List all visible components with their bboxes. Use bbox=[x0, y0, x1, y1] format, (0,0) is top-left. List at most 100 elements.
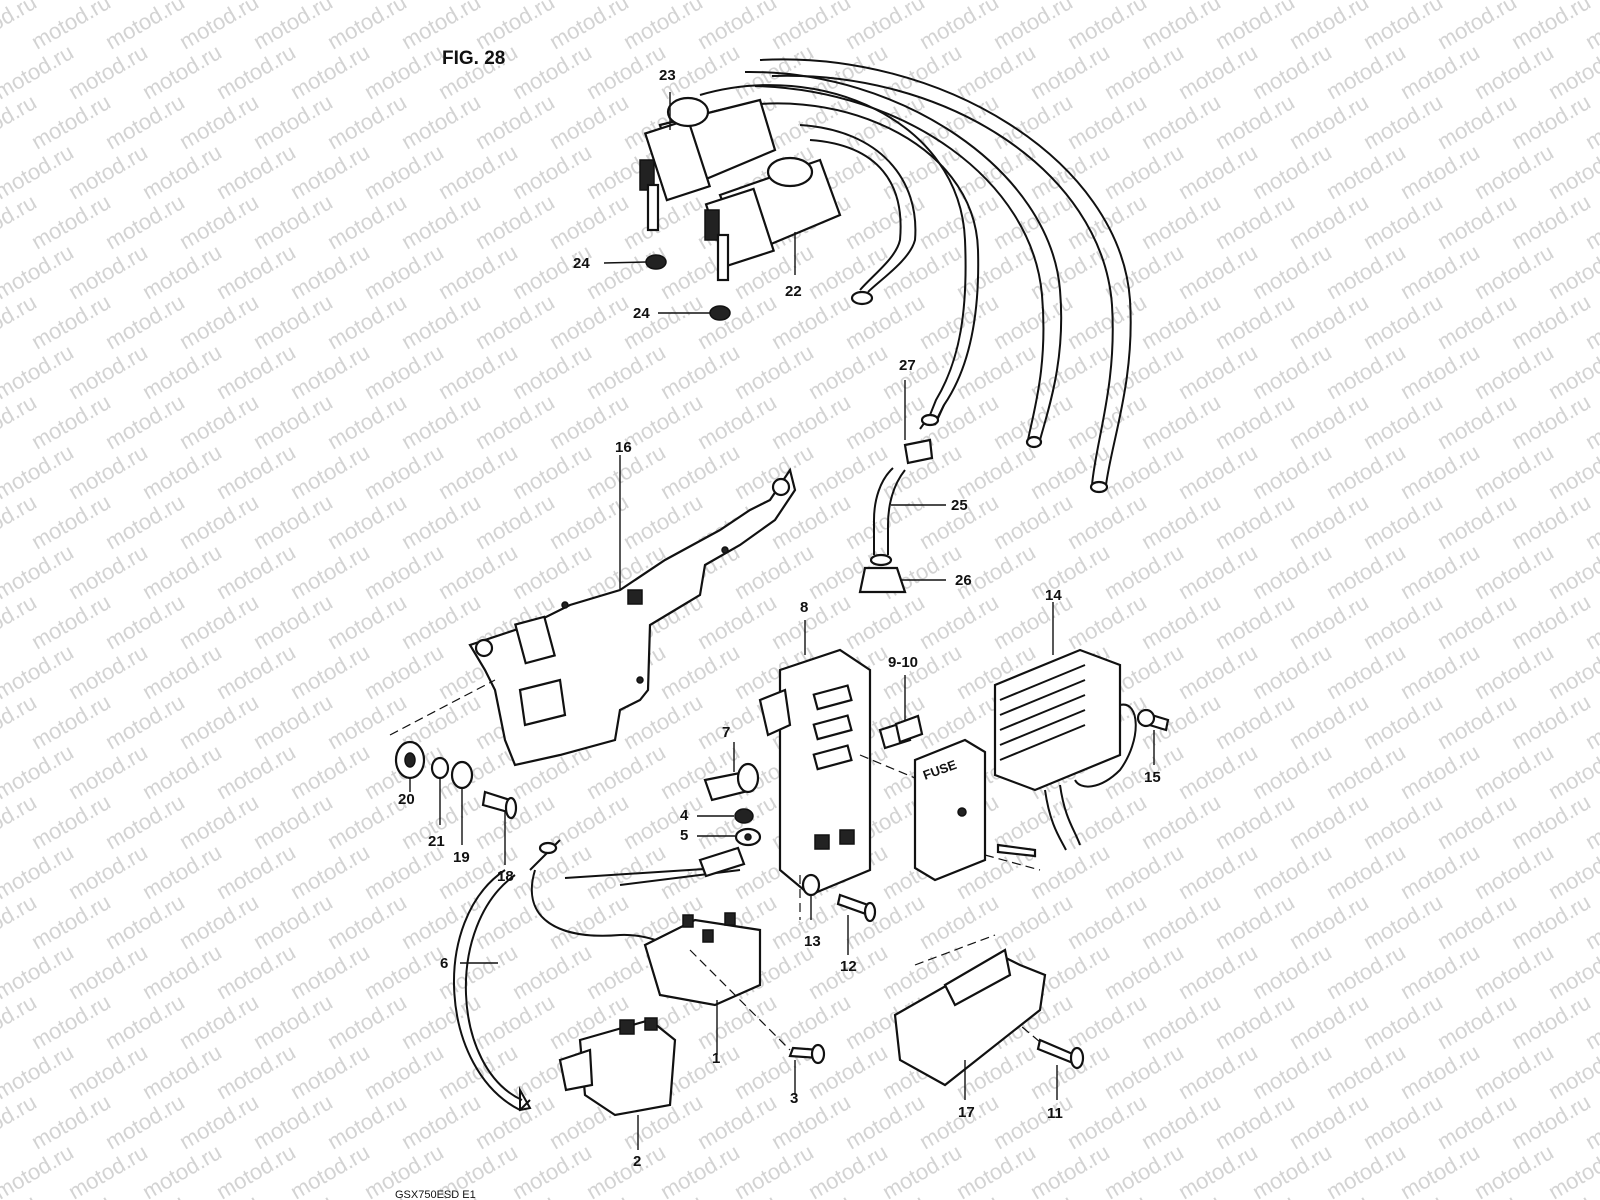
watermark-text: motod.ru bbox=[656, 1139, 744, 1200]
watermark-text: motod.ru bbox=[1026, 439, 1114, 504]
watermark-text: motod.ru bbox=[138, 339, 226, 404]
watermark-text: motod.ru bbox=[1507, 1089, 1595, 1154]
watermark-text: motod.ru bbox=[1285, 589, 1373, 654]
watermark-text: motod.ru bbox=[841, 489, 929, 554]
watermark-text: motod.ru bbox=[1285, 89, 1373, 154]
watermark-text: motod.ru bbox=[212, 239, 300, 304]
watermark-text: motod.ru bbox=[952, 139, 1040, 204]
watermark-text: motod.ru bbox=[1322, 1139, 1410, 1200]
watermark-text: motod.ru bbox=[1433, 389, 1521, 454]
part-label: 5 bbox=[680, 827, 688, 844]
watermark-text: motod.ru bbox=[989, 889, 1077, 954]
part-label: 27 bbox=[899, 357, 916, 374]
watermark-text: motod.ru bbox=[360, 939, 448, 1004]
watermark-text: motod.ru bbox=[471, 89, 559, 154]
watermark-text: motod.ru bbox=[1063, 489, 1151, 554]
watermark-text: motod.ru bbox=[101, 889, 189, 954]
watermark-text: motod.ru bbox=[64, 339, 152, 404]
watermark-text: motod.ru bbox=[1137, 0, 1225, 54]
watermark-text: motod.ru bbox=[360, 239, 448, 304]
watermark-text: motod.ru bbox=[693, 789, 781, 854]
watermark-text: motod.ru bbox=[619, 189, 707, 254]
watermark-text: motod.ru bbox=[1063, 789, 1151, 854]
watermark-text: motod.ru bbox=[360, 539, 448, 604]
watermark-text: motod.ru bbox=[175, 389, 263, 454]
watermark-text: motod.ru bbox=[212, 939, 300, 1004]
watermark-text: motod.ru bbox=[1359, 389, 1447, 454]
watermark-text: motod.ru bbox=[286, 739, 374, 804]
watermark-text: motod.ru bbox=[582, 239, 670, 304]
watermark-text: motod.ru bbox=[471, 889, 559, 954]
watermark-text: motod.ru bbox=[397, 0, 485, 54]
watermark-text: motod.ru bbox=[1359, 289, 1447, 354]
watermark-text: motod.ru bbox=[508, 939, 596, 1004]
watermark-text: motod.ru bbox=[1174, 139, 1262, 204]
watermark-text: motod.ru bbox=[1396, 539, 1484, 604]
watermark-text: motod.ru bbox=[286, 1139, 374, 1200]
watermark-text: motod.ru bbox=[1433, 489, 1521, 554]
watermark-text: motod.ru bbox=[1359, 489, 1447, 554]
watermark-text: motod.ru bbox=[1100, 939, 1188, 1004]
watermark-text: motod.ru bbox=[286, 439, 374, 504]
watermark-text: motod.ru bbox=[1211, 89, 1299, 154]
watermark-text: motod.ru bbox=[952, 39, 1040, 104]
watermark-text: motod.ru bbox=[27, 289, 115, 354]
watermark-text: motod.ru bbox=[693, 589, 781, 654]
watermark-text: motod.ru bbox=[545, 789, 633, 854]
watermark-text: motod.ru bbox=[471, 489, 559, 554]
part-label: 7 bbox=[722, 724, 730, 741]
watermark-text: motod.ru bbox=[64, 639, 152, 704]
watermark-text: motod.ru bbox=[471, 189, 559, 254]
watermark-text: motod.ru bbox=[397, 989, 485, 1054]
watermark-text: motod.ru bbox=[323, 89, 411, 154]
watermark-text: motod.ru bbox=[1137, 489, 1225, 554]
watermark-text: motod.ru bbox=[1507, 589, 1595, 654]
watermark-text: motod.ru bbox=[27, 89, 115, 154]
watermark-text: motod.ru bbox=[138, 239, 226, 304]
watermark-text: motod.ru bbox=[323, 289, 411, 354]
watermark-text: motod.ru bbox=[138, 1139, 226, 1200]
watermark-text: motod.ru bbox=[545, 889, 633, 954]
watermark-text: motod.ru bbox=[212, 1139, 300, 1200]
part-label: 25 bbox=[951, 497, 968, 514]
watermark-text: motod.ru bbox=[101, 989, 189, 1054]
part-label: 17 bbox=[958, 1104, 975, 1121]
watermark-text: motod.ru bbox=[1174, 339, 1262, 404]
part-label: 24 bbox=[573, 255, 590, 272]
watermark-text: motod.ru bbox=[212, 839, 300, 904]
watermark-text: motod.ru bbox=[286, 1039, 374, 1104]
watermark-text: motod.ru bbox=[1470, 839, 1558, 904]
watermark-text: motod.ru bbox=[1285, 989, 1373, 1054]
watermark-text: motod.ru bbox=[175, 689, 263, 754]
watermark-text: motod.ru bbox=[1026, 339, 1114, 404]
watermark-text: motod.ru bbox=[1470, 739, 1558, 804]
watermark-text: motod.ru bbox=[1248, 139, 1336, 204]
starter-relay-assembly bbox=[453, 839, 826, 1150]
mounting-bracket bbox=[389, 455, 797, 767]
watermark-text: motod.ru bbox=[323, 689, 411, 754]
watermark-text: motod.ru bbox=[1470, 339, 1558, 404]
part-label: 9-10 bbox=[888, 654, 918, 671]
part-label: 11 bbox=[1047, 1105, 1063, 1122]
watermark-text: motod.ru bbox=[1470, 539, 1558, 604]
watermark-text: motod.ru bbox=[360, 139, 448, 204]
watermark-text: motod.ru bbox=[1174, 739, 1262, 804]
watermark-text: motod.ru bbox=[27, 689, 115, 754]
watermark-text: motod.ru bbox=[1285, 0, 1373, 54]
watermark-text: motod.ru bbox=[1137, 289, 1225, 354]
watermark-text: motod.ru bbox=[1137, 1089, 1225, 1154]
watermark-text: motod.ru bbox=[64, 239, 152, 304]
watermark-text: motod.ru bbox=[841, 0, 929, 54]
watermark-text: motod.ru bbox=[1359, 589, 1447, 654]
watermark-text: motod.ru bbox=[1137, 889, 1225, 954]
watermark-text: motod.ru bbox=[1211, 1089, 1299, 1154]
watermark-text: motod.ru bbox=[1211, 689, 1299, 754]
watermark-text: motod.ru bbox=[804, 339, 892, 404]
part-labels: 1 2 3 4 5 6 7 8 9-10 11 12 13 14 15 16 1… bbox=[398, 67, 1161, 1170]
watermark-text: motod.ru bbox=[508, 139, 596, 204]
watermark-text: motod.ru bbox=[1433, 789, 1521, 854]
watermark-text: motod.ru bbox=[249, 189, 337, 254]
part-label: 13 bbox=[804, 933, 821, 950]
watermark-text: motod.ru bbox=[64, 939, 152, 1004]
watermark-text: motod.ru bbox=[1063, 589, 1151, 654]
